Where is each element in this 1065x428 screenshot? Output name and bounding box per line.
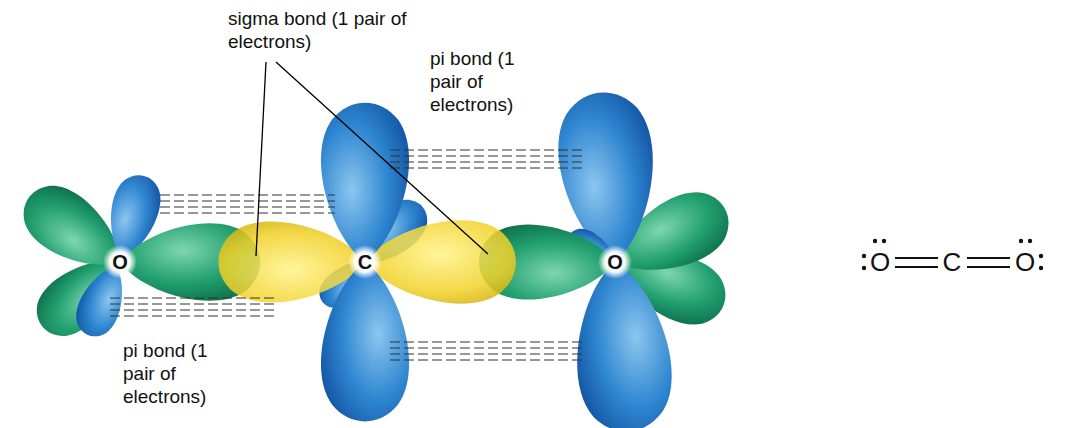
dash-line: [390, 359, 585, 360]
atom-symbol: C: [358, 250, 372, 274]
dash-line: [390, 149, 585, 150]
double-bond: [895, 258, 938, 267]
dash-line: [160, 200, 335, 201]
dash-line: [110, 309, 275, 310]
atom-glow: [348, 245, 382, 279]
electron-dot: [1039, 266, 1043, 270]
dash-line: [110, 297, 275, 298]
p-orbital-lobe: [321, 103, 409, 262]
lewis-atom-symbol: C: [943, 247, 962, 278]
electron-dot: [873, 239, 877, 243]
electron-dot: [862, 254, 866, 258]
bond-line: [895, 266, 938, 268]
electron-dot: [1019, 239, 1023, 243]
callout-label: pi bond (1 pair of electrons): [123, 340, 223, 408]
leader-line: [256, 62, 266, 256]
double-bond: [967, 258, 1010, 267]
dash-line: [390, 353, 585, 354]
dash-line: [390, 161, 585, 162]
dash-line: [110, 315, 275, 316]
callout-label: sigma bond (1 pair of electrons): [228, 8, 408, 54]
dash-line: [390, 347, 585, 348]
dash-line: [390, 155, 585, 156]
electron-dot: [862, 266, 866, 270]
callout-label: pi bond (1 pair of electrons): [430, 48, 530, 116]
atom-glow: [103, 245, 137, 279]
dash-line: [160, 194, 335, 195]
right-oxygen-orbitals: [479, 89, 740, 428]
electron-dot: [1028, 239, 1032, 243]
bond-line: [967, 266, 1010, 268]
electron-dot: [882, 239, 886, 243]
atom-symbol: O: [112, 250, 128, 274]
atom-glows: [103, 245, 632, 279]
dash-line: [160, 206, 335, 207]
dash-line: [390, 341, 585, 342]
bond-line: [967, 257, 1010, 259]
pi-overlap-dashes: [110, 150, 585, 360]
carbon-orbitals: [218, 103, 516, 422]
atom-glow: [598, 245, 632, 279]
lewis-atom-symbol: O: [870, 247, 890, 278]
atom-symbol: O: [607, 250, 623, 274]
dash-line: [390, 167, 585, 168]
dash-line: [160, 212, 335, 213]
dash-line: [110, 303, 275, 304]
bond-line: [895, 257, 938, 259]
electron-dot: [1039, 254, 1043, 258]
lewis-atom-symbol: O: [1015, 247, 1035, 278]
